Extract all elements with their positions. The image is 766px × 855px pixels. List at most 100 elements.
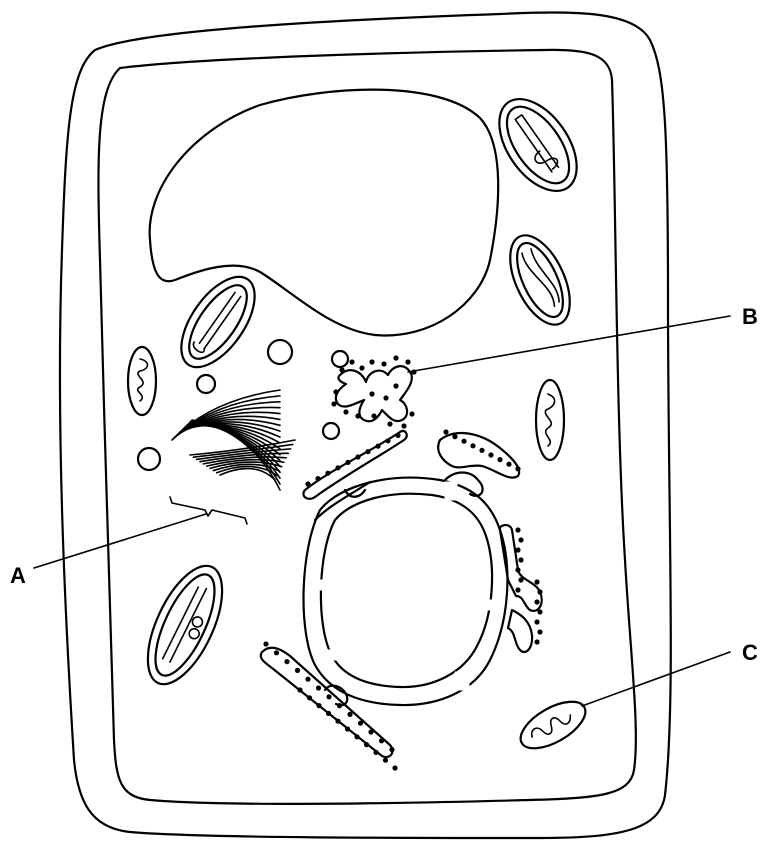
ribosome-dot <box>349 359 354 364</box>
ribosome-dot <box>515 547 520 552</box>
label-b-line <box>408 316 730 372</box>
ribosome-dot <box>443 429 448 434</box>
ribosome-dot <box>371 413 376 418</box>
ribosome-dot <box>347 712 352 717</box>
ribosome-dot <box>359 365 364 370</box>
rough-er <box>303 431 406 499</box>
rough-er <box>438 433 519 478</box>
ribosome-dot <box>263 641 268 646</box>
ribosome-dot <box>337 703 342 708</box>
ribosome-dot <box>345 726 350 731</box>
ribosome-dot <box>518 537 523 542</box>
ribosome-dot <box>354 734 359 739</box>
ribosome-dot <box>405 359 410 364</box>
ribosome-dot <box>316 703 321 708</box>
ribosome-dot <box>305 481 310 486</box>
ribosome-dot <box>345 460 350 465</box>
label-c-line <box>582 652 730 706</box>
ribosome-dot <box>393 383 398 388</box>
cell-wall <box>60 12 671 838</box>
label-a-line <box>34 514 206 568</box>
ribosome-dot <box>515 527 520 532</box>
golgi-fibres <box>172 390 295 490</box>
ribosome-dot <box>515 587 520 592</box>
ribosome-dot <box>368 729 373 734</box>
nucleus-envelope <box>304 478 508 705</box>
ribosome-dot <box>369 359 374 364</box>
ribosome-dot <box>515 466 520 471</box>
ribosome-dot <box>395 433 400 438</box>
ribosome-dot <box>452 434 457 439</box>
ribosome-dot <box>333 389 338 394</box>
ribosome-dot <box>365 449 370 454</box>
ribosome-dot <box>506 462 511 467</box>
ribosome-dot <box>331 401 336 406</box>
vesicle <box>268 340 292 364</box>
ribosome-dot <box>295 668 300 673</box>
ribosome-dot <box>389 747 394 752</box>
label-a-bracket <box>170 497 247 524</box>
ribosome-dot <box>537 589 542 594</box>
ribosome-dot <box>335 719 340 724</box>
ribosome-dot <box>364 742 369 747</box>
ribosome-dot <box>326 711 331 716</box>
vesicle <box>138 448 160 470</box>
ribosome-dot <box>534 639 539 644</box>
ribosome-dot <box>534 619 539 624</box>
ribosome-dot <box>339 367 344 372</box>
ribosome-dot <box>392 765 397 770</box>
ribosome-dot <box>409 411 414 416</box>
ribosome-dot <box>307 695 312 700</box>
nuclear-pores <box>318 482 502 690</box>
ribosome-dot <box>534 599 539 604</box>
mitochondrion <box>536 380 564 460</box>
ribosome-dot <box>479 448 484 453</box>
ribosome-dot <box>343 409 348 414</box>
ribosome-dot <box>326 694 331 699</box>
ribosome-dot <box>284 659 289 664</box>
ribosome-dot <box>383 758 388 763</box>
ribosome-dot <box>315 476 320 481</box>
ribosome-dot <box>385 438 390 443</box>
ribosome-dot <box>537 609 542 614</box>
ribosome-dot <box>470 443 475 448</box>
ribosome-dot <box>373 750 378 755</box>
mitochondrion <box>128 347 156 415</box>
ribosome-dot <box>369 391 374 396</box>
ribosome-dot <box>401 423 406 428</box>
chloroplast <box>498 226 582 333</box>
ribosome-dot <box>383 395 388 400</box>
label-a: A <box>10 563 26 588</box>
ribosome-dot <box>325 471 330 476</box>
ribosome-dot <box>537 629 542 634</box>
ribosome-dot <box>387 421 392 426</box>
ribosome-dot <box>488 452 493 457</box>
nucleus-inner <box>321 494 492 687</box>
ribosome-dot <box>335 465 340 470</box>
ribosome-dot <box>358 721 363 726</box>
rough-er <box>508 610 532 652</box>
ribosome-dot <box>274 650 279 655</box>
ribosome-dot <box>518 557 523 562</box>
mitochondrion-c <box>513 692 592 757</box>
ribosome-dot <box>393 355 398 360</box>
ribosome-dot <box>497 457 502 462</box>
chloroplast <box>484 85 593 205</box>
ribosome-dot <box>515 567 520 572</box>
ribosome-dot <box>355 454 360 459</box>
label-c: C <box>742 640 758 665</box>
ribosome-dot <box>534 579 539 584</box>
label-b: B <box>742 304 758 329</box>
ribosome-dot <box>381 361 386 366</box>
ribosome-dot <box>355 413 360 418</box>
ribosome-dot <box>461 439 466 444</box>
chloroplast <box>167 264 269 379</box>
ribosome-dot <box>305 677 310 682</box>
ribosome-dot <box>375 444 380 449</box>
ribosome-dot <box>316 685 321 690</box>
vesicle <box>332 351 348 367</box>
vesicle <box>323 423 339 439</box>
chloroplast <box>133 555 238 695</box>
